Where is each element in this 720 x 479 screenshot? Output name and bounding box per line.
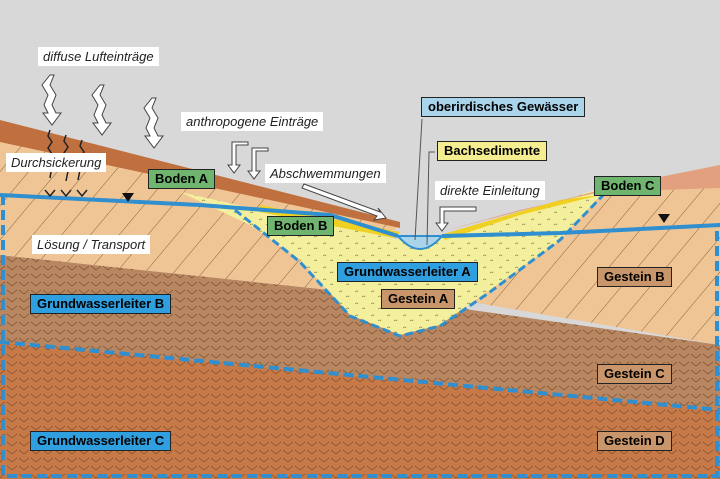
water-table-right (441, 223, 720, 238)
water-level-icon (122, 193, 134, 202)
label-boden-a: Boden A (148, 169, 215, 189)
hatch-d (0, 342, 720, 479)
label-gestein-b: Gestein B (597, 267, 672, 287)
leader-bachsedimente (426, 151, 435, 246)
label-gewaesser: oberirdisches Gewässer (421, 97, 586, 117)
label-loesung: Lösung / Transport (32, 235, 151, 254)
aquifer-a-boundary (234, 186, 612, 338)
aquifer-frame (1, 195, 719, 478)
label-boden-c: Boden C (594, 176, 662, 196)
label-gwl-a: Grundwasserleiter A (337, 262, 478, 282)
leader-gewaesser (414, 118, 423, 241)
air-input-arrows (41, 74, 164, 149)
label-gestein-d: Gestein D (597, 431, 672, 451)
label-boden-b: Boden B (267, 216, 335, 236)
discharge-arrow (435, 206, 477, 232)
label-gestein-c: Gestein C (597, 364, 672, 384)
label-bachsedimente: Bachsedimente (437, 141, 548, 161)
label-gestein-a: Gestein A (381, 289, 456, 309)
water-level-icon (658, 214, 670, 223)
anthropogenic-arrows (227, 141, 477, 232)
hatch-b-right (460, 175, 720, 345)
runoff-arrow (301, 183, 387, 221)
label-direkte: direkte Einleitung (435, 181, 545, 200)
aquifer-c-boundary (0, 340, 720, 412)
label-gwl-b: Grundwasserleiter B (30, 294, 172, 314)
label-gwl-c: Grundwasserleiter C (30, 431, 172, 451)
label-anthropogen: anthropogene Einträge (181, 112, 324, 131)
label-diffuse: diffuse Lufteinträge (38, 47, 159, 66)
water-table-left (0, 193, 399, 238)
label-abschwemmungen: Abschwemmungen (265, 164, 386, 183)
label-durchsickerung: Durchsickerung (6, 153, 107, 172)
hatch-c (0, 255, 720, 410)
stream (395, 235, 445, 250)
